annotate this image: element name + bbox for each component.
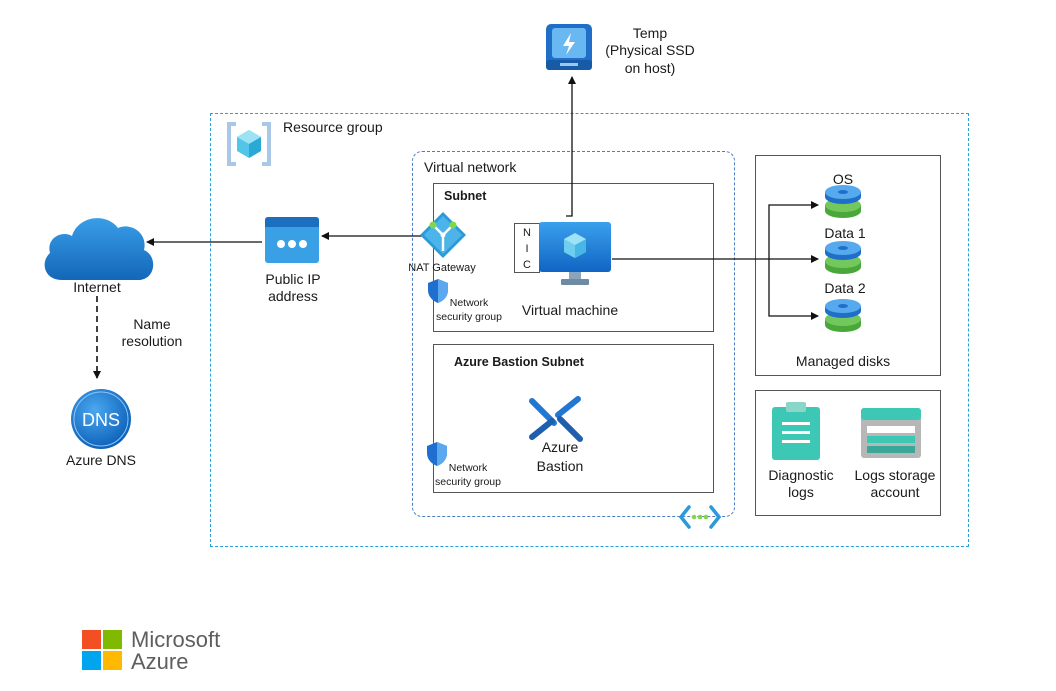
name-resolution-line2: resolution <box>121 333 183 349</box>
logo-azure-text: Azure <box>131 649 189 674</box>
virtual-machine-label: Virtual machine <box>521 302 619 318</box>
temp-line3: on host) <box>624 60 676 76</box>
disk-data2-icon <box>825 299 861 332</box>
disk-data1-icon <box>825 241 861 274</box>
bastion-nsg-line1: Network <box>448 462 488 474</box>
logs-storage-line2: account <box>870 484 920 500</box>
subnet-container <box>433 183 714 332</box>
azure-bastion-line2: Bastion <box>536 458 584 474</box>
vm-to-temp-arrow <box>566 76 576 217</box>
managed-disks-container <box>755 155 941 376</box>
public-ip-icon <box>265 217 319 263</box>
temp-line1: Temp <box>632 25 668 41</box>
clipboard-icon <box>772 402 820 460</box>
virtual-machine-icon <box>539 222 611 285</box>
virtual-network-container <box>412 151 735 517</box>
nat-gateway-icon <box>420 212 466 258</box>
shield-icon <box>427 442 447 466</box>
temp-line2: (Physical SSD <box>605 42 695 58</box>
disk-branch-data2 <box>768 259 819 320</box>
disk-os-icon <box>825 185 861 218</box>
nic-letter-n: N <box>523 227 531 239</box>
dns-icon-text: DNS <box>82 410 120 430</box>
public-ip-line2: address <box>268 288 318 304</box>
diagnostic-logs-line1: Diagnostic <box>768 467 834 483</box>
microsoft-logo-icon <box>82 630 122 670</box>
vnet-icon <box>678 505 722 529</box>
disk-os-label: OS <box>832 171 854 187</box>
nic-letter-i: I <box>525 243 529 255</box>
nic-box: N I C <box>514 223 540 273</box>
logo-microsoft-text: Microsoft <box>131 627 221 652</box>
bastion-nsg-line2: security group <box>435 476 501 488</box>
diagnostic-logs-line2: logs <box>788 484 814 500</box>
storage-account-icon <box>861 408 921 458</box>
resource-group-icon <box>227 122 271 166</box>
shield-icon <box>428 279 448 303</box>
resource-group-container <box>210 113 969 547</box>
resource-group-label: Resource group <box>283 119 383 135</box>
dns-icon: DNS <box>71 389 131 449</box>
nic-letter-c: C <box>523 259 531 271</box>
disk-data2-label: Data 2 <box>824 280 866 296</box>
public-ip-line1: Public IP <box>265 271 321 287</box>
nsg-line1: Network <box>449 297 489 309</box>
managed-disks-label: Managed disks <box>795 353 891 369</box>
ssd-icon <box>546 24 592 70</box>
logs-container <box>755 390 941 516</box>
bastion-icon <box>529 396 583 442</box>
virtual-network-label: Virtual network <box>424 159 517 175</box>
internet-label: Internet <box>73 279 121 295</box>
cloud-icon <box>44 218 154 280</box>
disk-data1-label: Data 1 <box>824 225 866 241</box>
nat-gateway-label: NAT Gateway <box>408 262 476 274</box>
disk-branch-os <box>768 201 819 259</box>
azure-dns-label: Azure DNS <box>65 452 137 468</box>
azure-bastion-line1: Azure <box>541 439 579 455</box>
bastion-subnet-container <box>433 344 714 493</box>
subnet-label: Subnet <box>444 189 487 203</box>
nsg-line2: security group <box>436 311 502 323</box>
name-resolution-line1: Name <box>133 316 171 332</box>
logs-storage-line1: Logs storage <box>854 467 936 483</box>
bastion-subnet-label: Azure Bastion Subnet <box>454 355 584 369</box>
